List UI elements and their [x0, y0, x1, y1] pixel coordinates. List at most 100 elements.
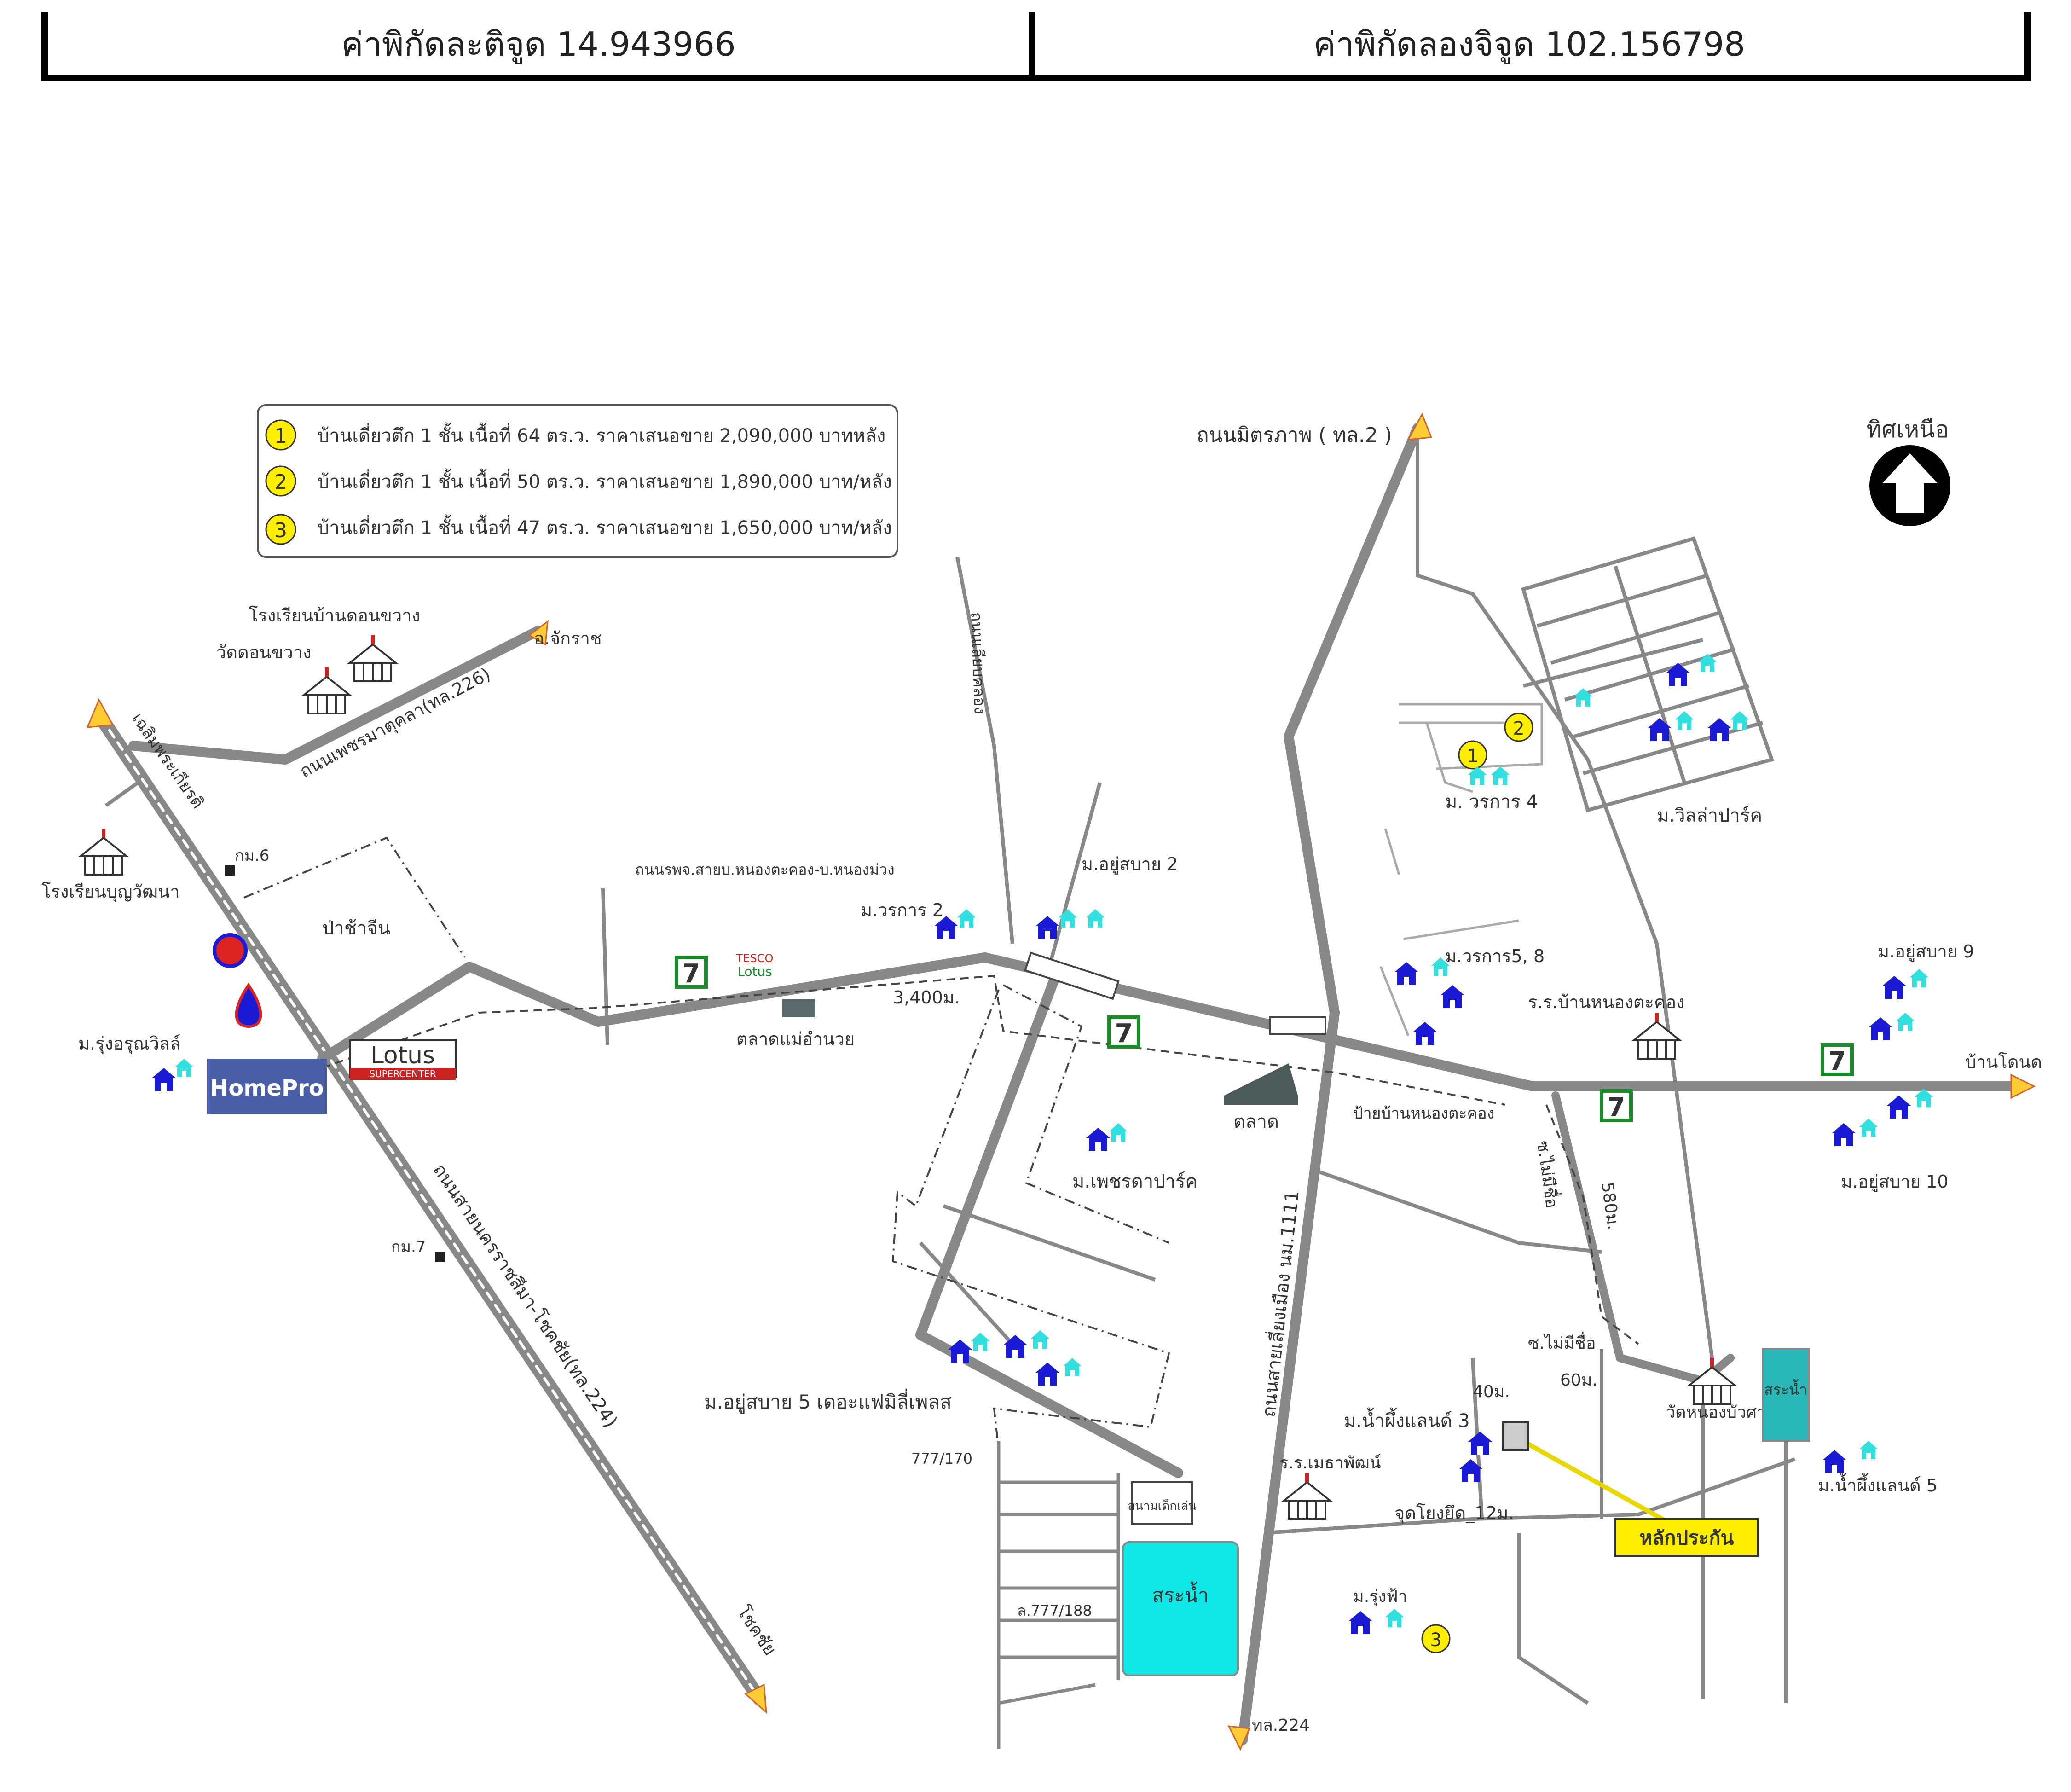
yoosabai2-label: ม.อยู่สบาย 2: [1082, 854, 1178, 875]
km6-marker: [225, 865, 235, 876]
arrow-chakkarat-icon: [528, 620, 549, 646]
legend-item-2: 2 บ้านเดี่ยวตึก 1 ชั้น เนื้อที่ 50 ตร.ว.…: [265, 465, 892, 497]
house-icon: [971, 1333, 989, 1351]
market-label: ตลาด: [1233, 1111, 1279, 1132]
wat-donkwang-icon: [303, 667, 351, 714]
km6-label: กม.6: [235, 847, 269, 865]
arrow-bandon-icon: [2010, 1073, 2036, 1099]
legend-text-2: บ้านเดี่ยวตึก 1 ชั้น เนื้อที่ 50 ตร.ว. ร…: [318, 468, 892, 493]
house-icon: [1413, 1022, 1437, 1045]
pond-big: [1122, 1541, 1239, 1676]
worakan4-label: ม. วรการ 4: [1445, 791, 1538, 812]
pond-small-label: สระน้ำ: [1764, 1379, 1807, 1398]
road-224-label: ถนนสายนครราชสีมา-โชคชัย(ทล.224): [429, 1160, 622, 1432]
north-arrow-icon: [1869, 445, 1950, 526]
house-icon: [152, 1068, 176, 1091]
house-icon: [1440, 985, 1464, 1008]
km7-label: กม.7: [391, 1238, 426, 1256]
legend-text-3: บ้านเดี่ยวตึก 1 ชั้น เนื้อที่ 47 ตร.ว. ร…: [318, 514, 892, 539]
school-mettha-label: ร.ร.เมธาพัฒน์: [1279, 1454, 1381, 1473]
house-icon: [1468, 1432, 1492, 1455]
collateral-box: [1614, 1518, 1759, 1557]
house-icons: [152, 654, 1933, 1634]
pond-small: [1762, 1348, 1810, 1442]
tesco-lotus-text: Lotus: [737, 964, 772, 979]
phetcharat-label: ม.เพชรดาปาร์ค: [1072, 1171, 1197, 1192]
latitude-box: ค่าพิกัดละติจูด 14.943966: [41, 12, 1036, 81]
yoosabai10-label: ม.อยู่สบาย 10: [1841, 1171, 1949, 1192]
house-icon: [1086, 909, 1105, 928]
bandon-label: บ้านโดนด: [1965, 1052, 2042, 1072]
distance-3400-label: 3,400ม.: [893, 987, 960, 1008]
house-icon: [1822, 1450, 1846, 1473]
villa-park-label: ม.วิลล่าปาร์ค: [1657, 805, 1762, 826]
house-icon: [1859, 1119, 1878, 1137]
house-170-label: 777/170: [911, 1450, 972, 1467]
playground-box: [1131, 1481, 1193, 1525]
school-bunwattana-label: โรงเรียนบุญวัฒนา: [41, 882, 180, 902]
house-icon: [1063, 1358, 1082, 1376]
legend-item-3: 3 บ้านเดี่ยวตึก 1 ชั้น เนื้อที่ 47 ตร.ว.…: [265, 514, 892, 545]
km7-marker: [435, 1252, 445, 1262]
house-icon: [1910, 969, 1928, 987]
collateral-parcel: [1502, 1421, 1529, 1451]
house-icon: [1887, 1096, 1911, 1119]
seven-eleven-icon: [1109, 1017, 1139, 1049]
ptt-icon: [235, 982, 262, 1028]
chokchai-label: โชคชัย: [733, 1602, 781, 1659]
tesco-lotus-logo: TESCO Lotus: [736, 952, 774, 979]
house-icon: [1348, 1611, 1372, 1634]
homepro-text: HomePro: [210, 1075, 324, 1101]
seven-eleven-icon: [1822, 1045, 1852, 1076]
longitude-box: ค่าพิกัดลองจิจูด 102.156798: [1029, 12, 2031, 81]
namphueng5-label: ม.น้ำผึ้งแลนด์ 5: [1818, 1473, 1938, 1496]
collateral-pointer: [1513, 1434, 1672, 1526]
arrow-chokchai-icon: [744, 1683, 767, 1714]
soi-unnamed-label: ซ.ไม่มีชื่อ: [1533, 1139, 1563, 1209]
house-icon: [1707, 718, 1731, 741]
rungaroon-label: ม.รุ่งอรุณวิลล์: [78, 1033, 181, 1054]
house-icon: [1882, 976, 1906, 999]
house-icon: [1109, 1123, 1128, 1142]
marker-3-num: 3: [1430, 1630, 1441, 1651]
marker-1-num: 1: [1467, 746, 1478, 767]
legend-num-3: 3: [274, 519, 287, 542]
lotus-logo: Lotus SUPERCENTER: [349, 1039, 457, 1080]
rungfa-label: ม.รุ่งฟ้า: [1353, 1587, 1407, 1606]
house-icon: [1832, 1123, 1856, 1146]
chalerm-label: เฉลิมพระเกียรติ: [128, 710, 208, 812]
marker-2: 2: [1504, 713, 1533, 742]
seven-eleven-icon: [677, 957, 706, 989]
distance-40-label: 40ม.: [1473, 1382, 1510, 1401]
house-icon: [1648, 718, 1672, 741]
house-icon: [1896, 1013, 1915, 1031]
worakan58-label: ม.วรการ5, 8: [1445, 946, 1545, 966]
mittraphap-label: ถนนมิตรภาพ ( ทล.2 ): [1197, 423, 1392, 447]
school-bunwattana-icon: [80, 828, 127, 876]
wat-donkwang-label: วัดดอนขวาง: [216, 642, 312, 662]
major-roads: [94, 423, 2021, 1745]
collateral-label: หลักประกัน: [1640, 1526, 1734, 1549]
house-icon: [1086, 1128, 1110, 1151]
house-icon: [1394, 962, 1418, 985]
soi-unnamed2-label: ซ.ไม่มีชื่อ: [1528, 1332, 1596, 1353]
homepro-logo: HomePro: [207, 1059, 327, 1114]
wipakon2-label: ม.วรการ 2: [861, 900, 943, 920]
yoosabai5-grid: [997, 1441, 1120, 1749]
house-icon: [175, 1059, 193, 1077]
house-icon: [1730, 711, 1749, 730]
route-dashed: [322, 974, 1639, 1345]
longitude-label: ค่าพิกัดลองจิจูด 102.156798: [1313, 24, 1746, 64]
legend-text-1: บ้านเดี่ยวตึก 1 ชั้น เนื้อที่ 64 ตร.ว. ร…: [318, 422, 885, 447]
seven-eleven-icon: [1602, 1091, 1631, 1122]
latitude-label: ค่าพิกัดละติจูด 14.943966: [341, 24, 736, 64]
marker-2-num: 2: [1513, 718, 1524, 739]
road-arrows: [86, 412, 2036, 1751]
playground-label: สนามเด็กเล่น: [1128, 1498, 1197, 1513]
villa-park-grid: [1521, 536, 1775, 812]
house-icon: [1059, 909, 1077, 928]
house-icon: [948, 1340, 972, 1363]
house-icon: [1491, 766, 1510, 785]
house-icon: [1869, 1017, 1892, 1040]
